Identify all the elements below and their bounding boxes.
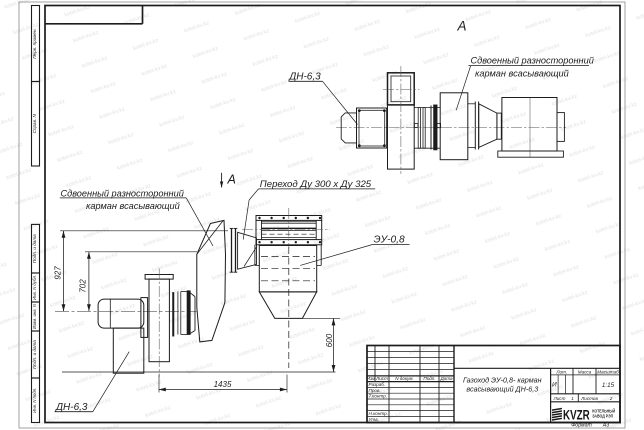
svg-text:И: И — [552, 382, 557, 389]
svg-text:А: А — [227, 173, 236, 187]
svg-text:Подп. и дата: Подп. и дата — [32, 340, 37, 369]
svg-text:Лит.: Лит. — [555, 369, 567, 374]
svg-text:карман всасывающий: карман всасывающий — [475, 69, 569, 79]
svg-text:1: 1 — [571, 396, 574, 401]
svg-text:N докум.: N докум. — [395, 376, 414, 381]
svg-text:А3: А3 — [602, 423, 609, 429]
svg-text:Перв. примен.: Перв. примен. — [32, 28, 37, 59]
svg-text:Переход Ду 300 х Ду 325: Переход Ду 300 х Ду 325 — [260, 179, 372, 190]
svg-text:ЭУ-0,8: ЭУ-0,8 — [374, 235, 405, 246]
svg-text:Утв.: Утв. — [369, 417, 379, 422]
svg-text:Подп. и дата: Подп. и дата — [32, 234, 37, 263]
svg-text:карман всасывающий: карман всасывающий — [86, 201, 180, 211]
svg-text:КОТЕЛЬНЫЙ: КОТЕЛЬНЫЙ — [592, 409, 615, 414]
svg-text:Сдвоенный разносторонний: Сдвоенный разносторонний — [61, 189, 184, 199]
svg-text:Лист: Лист — [553, 396, 566, 401]
svg-text:Формат: Формат — [571, 423, 592, 429]
svg-text:Сдвоенный разносторонний: Сдвоенный разносторонний — [471, 56, 594, 66]
svg-text:Разраб.: Разраб. — [369, 382, 386, 387]
svg-text:А: А — [457, 19, 467, 34]
svg-text:KVZR: KVZR — [563, 407, 590, 422]
svg-text:ДН-6,3: ДН-6,3 — [55, 402, 88, 413]
svg-text:Подп.: Подп. — [423, 376, 435, 381]
svg-text:Газоход ЭУ-0,8- карман: Газоход ЭУ-0,8- карман — [463, 376, 542, 385]
svg-text:702: 702 — [79, 279, 88, 293]
svg-text:Н.контр.: Н.контр. — [369, 411, 388, 416]
svg-text:Изм: Изм — [367, 376, 376, 381]
svg-text:927: 927 — [54, 266, 63, 280]
svg-text:ДН-6,3: ДН-6,3 — [288, 72, 321, 83]
svg-text:Т.контр.: Т.контр. — [369, 394, 388, 399]
svg-text:ЗАВОД РЭП: ЗАВОД РЭП — [592, 414, 613, 419]
svg-text:Дата: Дата — [439, 376, 453, 381]
svg-text:Справ. N: Справ. N — [32, 113, 37, 133]
svg-text:Пров.: Пров. — [369, 388, 381, 393]
svg-text:600: 600 — [325, 333, 334, 347]
svg-text:Лист: Лист — [375, 376, 388, 381]
svg-text:1435: 1435 — [214, 380, 232, 389]
svg-text:Инв. N дубл.: Инв. N дубл. — [32, 275, 37, 300]
svg-text:всасывающий ДН-6,3: всасывающий ДН-6,3 — [466, 385, 538, 394]
svg-text:1:15: 1:15 — [602, 382, 615, 389]
svg-text:Листов: Листов — [580, 396, 598, 401]
svg-text:Масштаб: Масштаб — [597, 369, 619, 374]
svg-text:Инв. N подл.: Инв. N подл. — [32, 388, 37, 413]
svg-text:Масса: Масса — [578, 369, 592, 374]
svg-text:Взам. инв. N: Взам. инв. N — [32, 303, 37, 329]
svg-text:2: 2 — [609, 396, 613, 401]
